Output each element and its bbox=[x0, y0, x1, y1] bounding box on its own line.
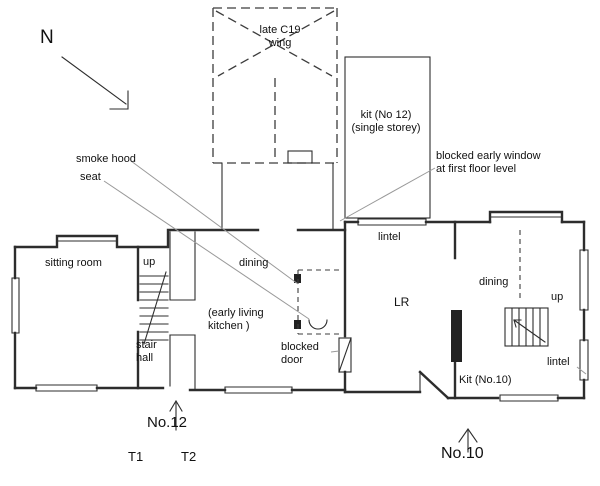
no10-label: No.10 bbox=[441, 445, 484, 462]
north-label: N bbox=[40, 27, 54, 48]
kit-no12-line2: (single storey) bbox=[351, 122, 421, 134]
stair-left bbox=[139, 271, 169, 345]
stair-right bbox=[504, 307, 549, 347]
kit-no12-line1: kit (No 12) bbox=[360, 109, 412, 121]
smoke-hood-feature bbox=[297, 269, 342, 335]
kit-no12-outline bbox=[344, 56, 431, 219]
early-kitchen-line2: kitchen ) bbox=[208, 320, 250, 332]
sitting-room-label: sitting room bbox=[45, 257, 102, 269]
late-wing-label: late C19 wing bbox=[238, 24, 322, 50]
no12-label: No.12 bbox=[147, 414, 188, 431]
chimney-fill bbox=[294, 274, 462, 362]
wing-connector-walls bbox=[221, 150, 334, 230]
up-right-label: up bbox=[551, 291, 564, 303]
smoke-hood-label: smoke hood bbox=[76, 153, 136, 165]
stair-hall-line1: stair bbox=[136, 339, 157, 351]
early-kitchen-label: (early living kitchen ) bbox=[208, 307, 264, 333]
stair-hall-wall bbox=[169, 231, 421, 393]
blocked-door-line2: door bbox=[281, 354, 304, 366]
lintel-right-label: lintel bbox=[547, 356, 570, 368]
blocked-window-label: blocked early window at first floor leve… bbox=[436, 150, 541, 176]
no10-entrance-arrow-icon bbox=[458, 428, 478, 453]
up-left-label: up bbox=[143, 256, 156, 268]
north-arrow-icon bbox=[61, 56, 129, 110]
blocked-window-line1: blocked early window bbox=[436, 150, 541, 162]
t2-label: T2 bbox=[181, 449, 197, 464]
main-walls bbox=[13, 210, 586, 400]
seat-label: seat bbox=[80, 171, 101, 183]
lr-label: LR bbox=[394, 295, 410, 309]
no12-entrance-arrow-icon bbox=[169, 399, 183, 431]
windows bbox=[11, 216, 589, 402]
blocked-door-line1: blocked bbox=[281, 341, 319, 353]
late-wing-line2: wing bbox=[268, 37, 292, 49]
stair-hall-label: stair hall bbox=[136, 339, 157, 365]
dining-right-label: dining bbox=[479, 276, 509, 288]
late-wing-line1: late C19 bbox=[259, 24, 301, 36]
kit-no12-label: kit (No 12) (single storey) bbox=[336, 109, 436, 135]
kit-no10-label: Kit (No.10) bbox=[459, 374, 512, 386]
blocked-door-feature bbox=[338, 337, 352, 373]
stair-hall-line2: hall bbox=[136, 352, 154, 364]
blocked-door-label: blocked door bbox=[281, 341, 319, 367]
late-wing-outline bbox=[212, 7, 338, 164]
lintel-top-label: lintel bbox=[378, 231, 401, 243]
blocked-window-line2: at first floor level bbox=[436, 163, 517, 175]
t1-label: T1 bbox=[128, 449, 144, 464]
early-kitchen-line1: (early living bbox=[208, 307, 264, 319]
dining-left-label: dining bbox=[239, 257, 269, 269]
leader-lines bbox=[103, 160, 587, 375]
